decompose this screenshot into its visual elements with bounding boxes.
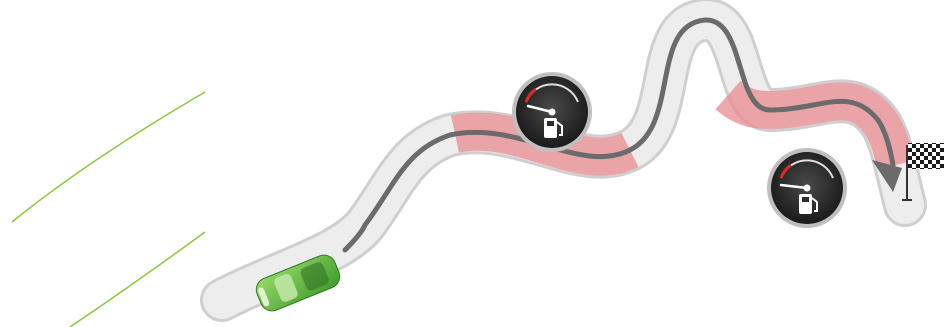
fuel-gauge-icon (767, 148, 847, 228)
guide-curve-lower (70, 232, 205, 327)
guide-curve-upper (12, 92, 205, 222)
fuel-gauge-icon (512, 72, 592, 152)
